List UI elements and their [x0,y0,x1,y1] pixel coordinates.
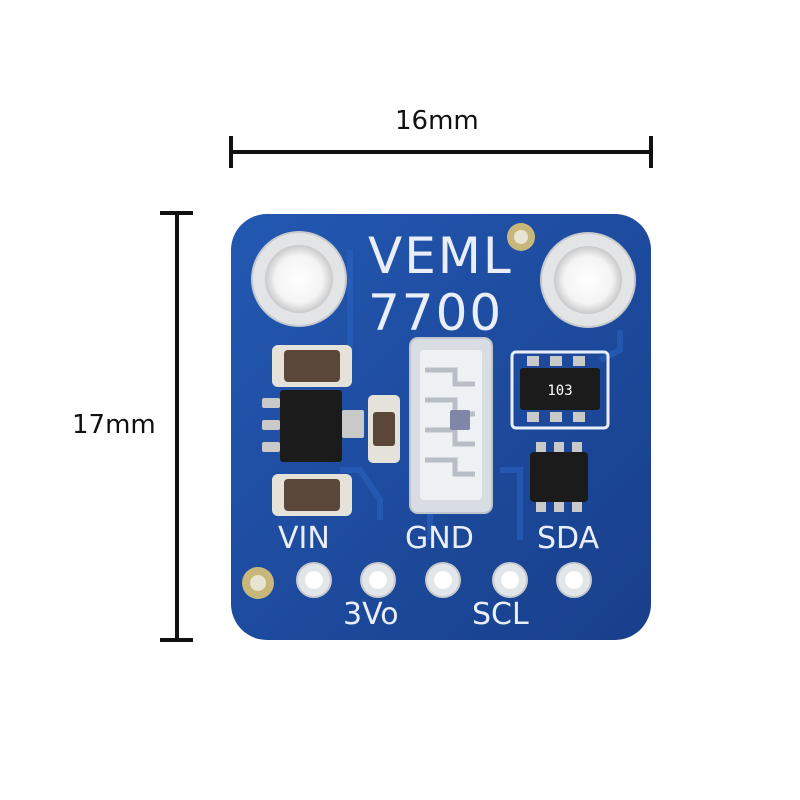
pin-label-3vo: 3Vo [343,597,399,632]
capacitor-bottom [272,474,352,516]
pin-label-gnd: GND [405,521,474,556]
height-dimension-label: 17mm [72,410,156,440]
pin-label-sda: SDA [537,521,600,556]
capacitor-top [272,345,352,387]
mounting-hole-left [251,231,347,327]
via-bottom-left [242,567,274,599]
board-title-line1: VEML [368,227,513,285]
regulator-chip [262,390,364,462]
header-pad-3 [425,562,461,598]
header-pad-5 [556,562,592,598]
pin-label-vin: VIN [278,521,330,556]
mounting-hole-right [540,232,636,328]
height-dimension-line [160,211,193,642]
pin-label-scl: SCL [472,597,529,632]
chip-marking: 103 [547,383,572,399]
light-sensor [409,337,493,514]
width-dimension-label: 16mm [395,106,479,136]
width-dimension-line [229,136,653,168]
via-top-right [507,223,535,251]
mosfet-chip [530,442,588,512]
header-pad-4 [492,562,528,598]
header-pad-2 [360,562,396,598]
resistor-array: 103 [510,350,610,430]
resistor-small [368,395,400,463]
header-pad-1 [296,562,332,598]
board-title-line2: 7700 [368,284,503,342]
